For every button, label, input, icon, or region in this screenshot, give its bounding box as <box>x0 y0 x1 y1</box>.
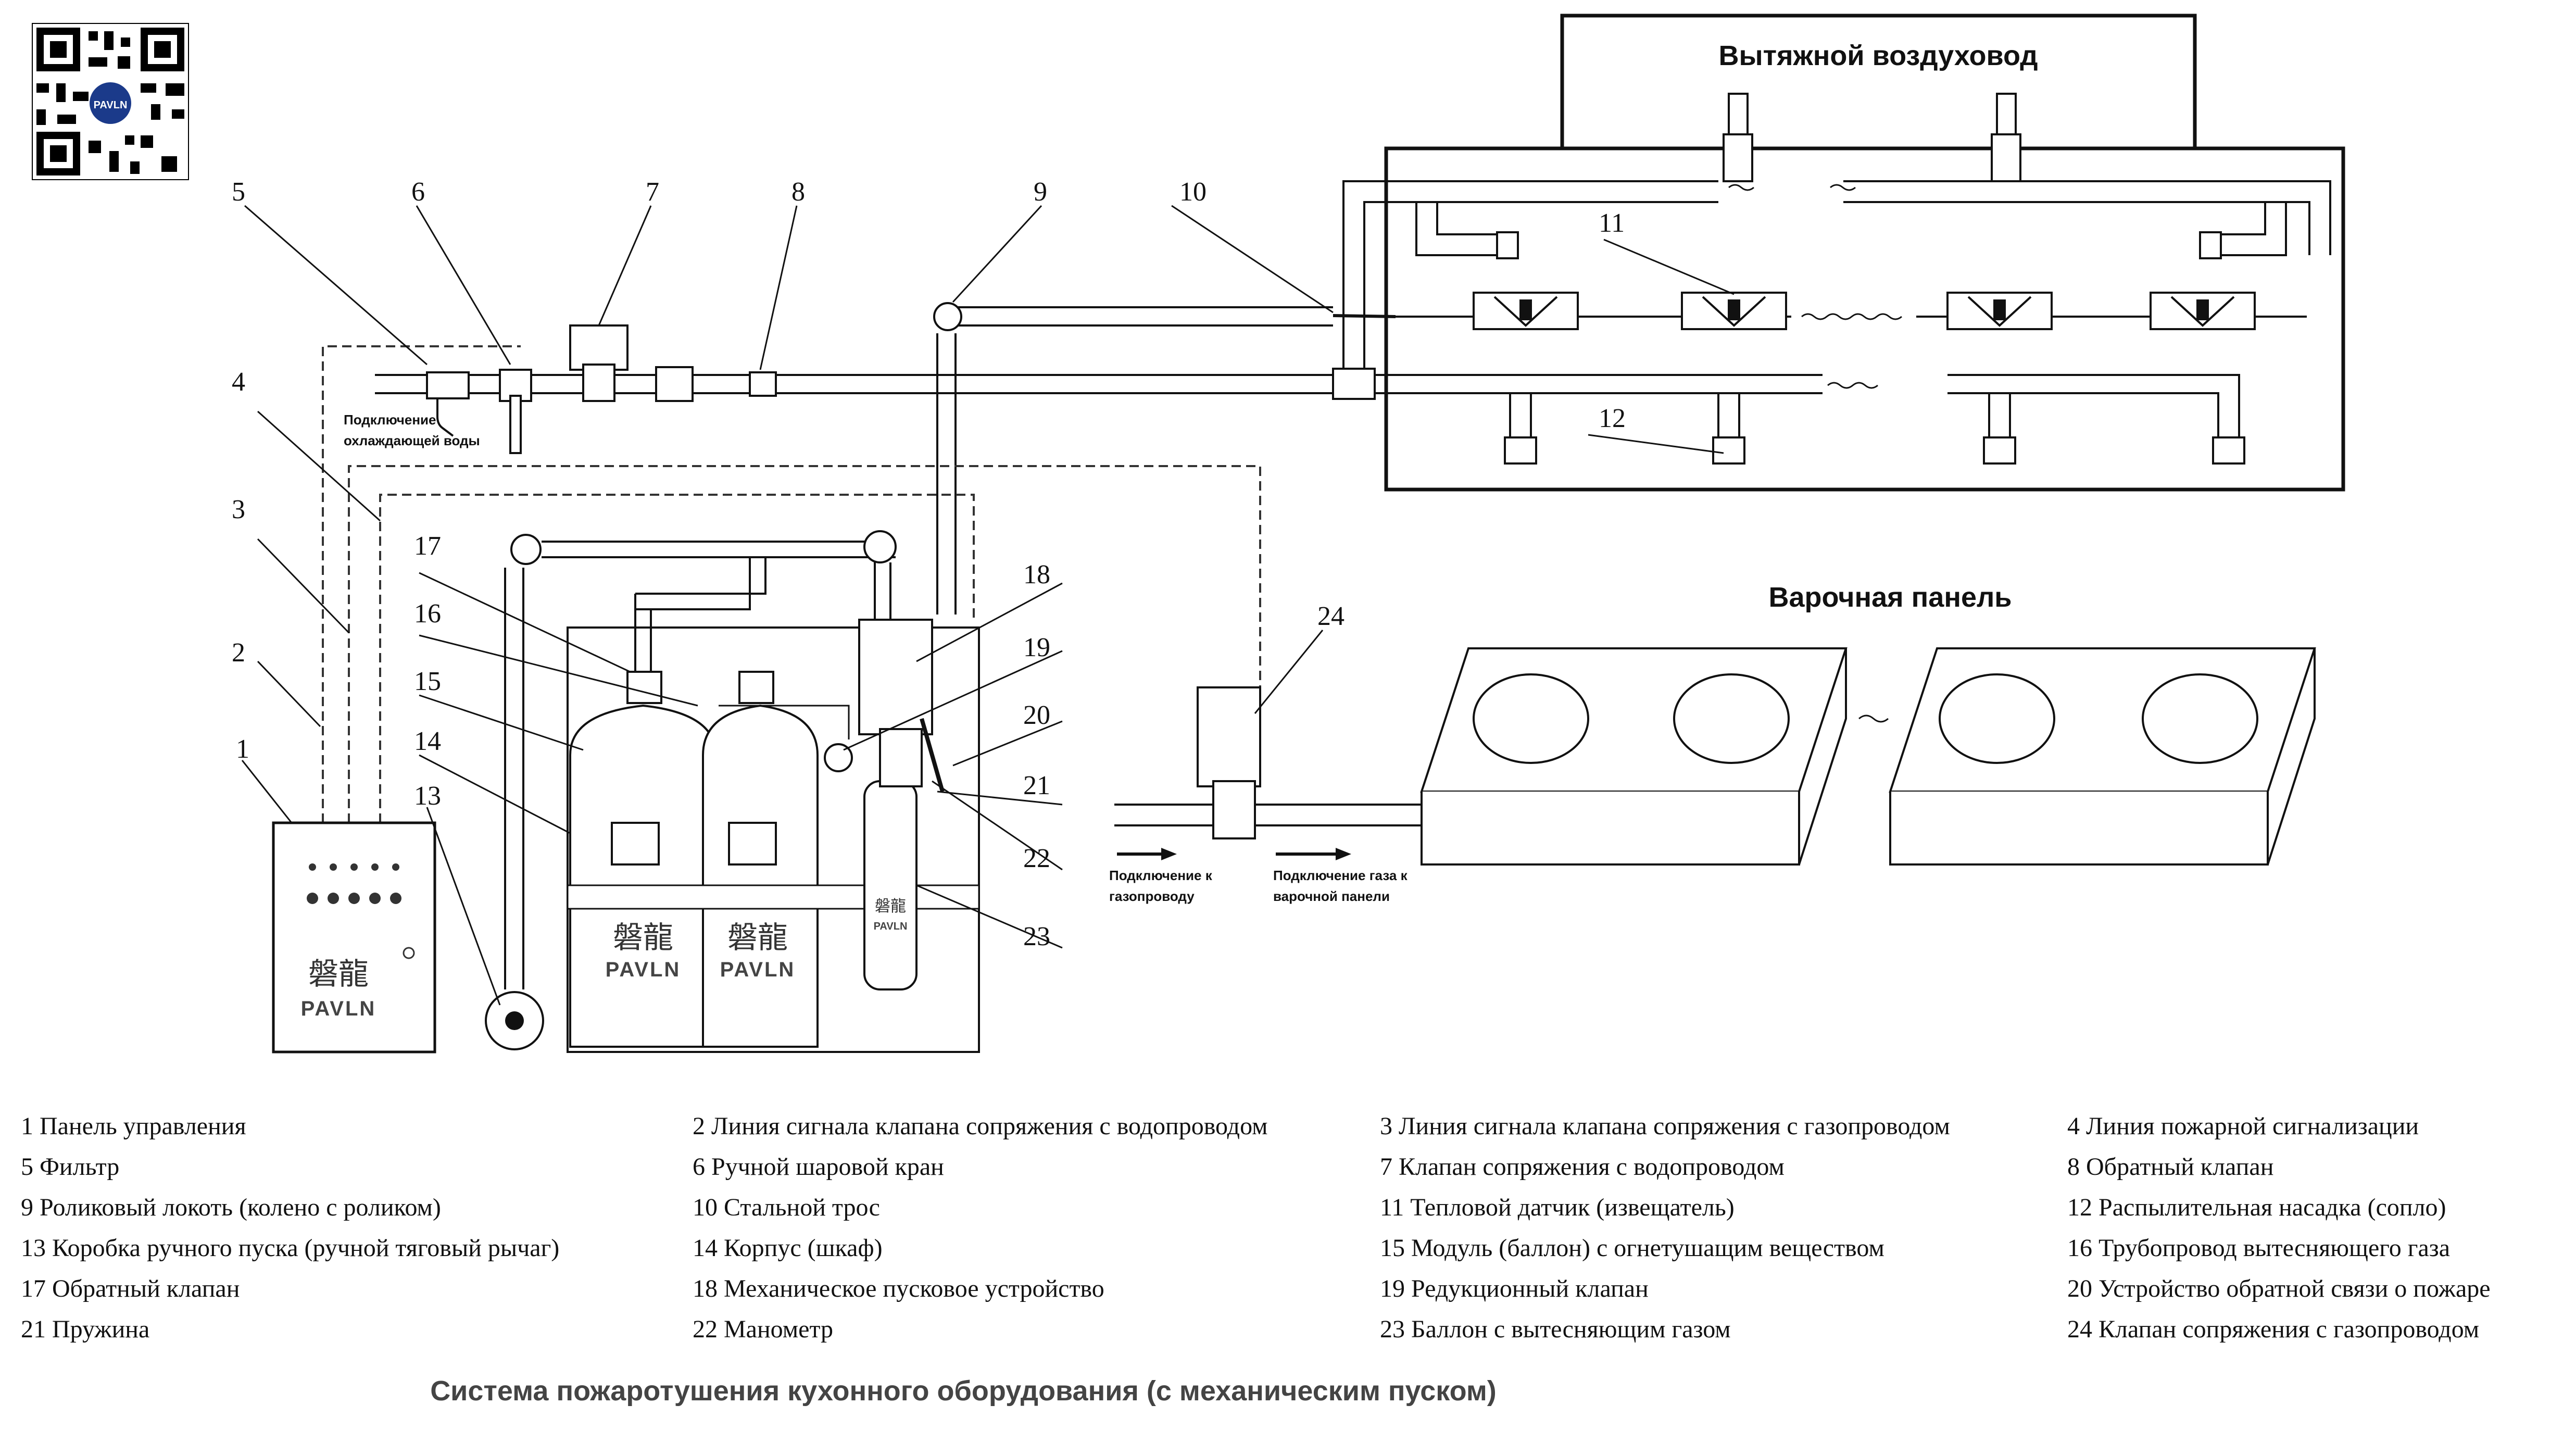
exhaust-duct-label: Вытяжной воздуховод <box>1718 40 2038 71</box>
callout-7: 7 <box>646 177 659 207</box>
callout-2: 2 <box>232 638 245 668</box>
callout-21: 21 <box>1023 771 1050 800</box>
legend-item-15: 15 Модуль (баллон) с огнетушащим веществ… <box>1380 1234 1884 1262</box>
legend-item-5: 5 Фильтр <box>21 1153 120 1181</box>
legend-item-23: 23 Баллон с вытесняющим газом <box>1380 1315 1731 1343</box>
callout-9: 9 <box>1034 177 1047 207</box>
gas-to-panel-label-1: Подключение газа к <box>1273 868 1408 883</box>
steel-wire <box>933 302 1396 615</box>
gas-to-panel-label-2: варочной панели <box>1273 888 1390 904</box>
gas-valve <box>1114 686 1422 860</box>
callout-leaders <box>241 205 1735 1006</box>
callout-16: 16 <box>414 599 441 629</box>
callout-17: 17 <box>414 531 441 561</box>
system-diagram: PAVLN Вытяжной воздуховод <box>32 14 2345 1054</box>
callout-5: 5 <box>232 177 245 207</box>
cylinder-1-brand-cn: 磐龍 <box>613 920 673 955</box>
panel-brand-cn: 磐龍 <box>308 956 369 992</box>
legend-item-16: 16 Трубопровод вытесняющего газа <box>2067 1234 2451 1262</box>
legend-item-13: 13 Коробка ручного пуска (ручной тяговый… <box>21 1234 560 1262</box>
cylinder-2-brand-cn: 磐龍 <box>727 920 788 955</box>
callout-20: 20 <box>1023 700 1050 730</box>
callout-24: 24 <box>1317 601 1344 631</box>
legend-item-24: 24 Клапан сопряжения с газопроводом <box>2067 1315 2480 1343</box>
cooktop <box>1420 647 2316 866</box>
inlet-components <box>426 324 777 454</box>
legend-item-22: 22 Манометр <box>693 1315 833 1343</box>
heat-detector-a <box>1473 292 1579 330</box>
callout-14: 14 <box>414 726 441 756</box>
qr-code: PAVLN <box>32 23 189 180</box>
gas-line-label-1: Подключение к <box>1109 868 1213 883</box>
legend-item-6: 6 Ручной шаровой кран <box>693 1153 944 1181</box>
gas-line-label-2: газопроводу <box>1109 888 1195 904</box>
legend-item-3: 3 Линия сигнала клапана сопряжения с газ… <box>1380 1112 1950 1140</box>
legend-item-18: 18 Механическое пусковое устройство <box>693 1275 1104 1302</box>
callout-3: 3 <box>232 495 245 524</box>
cylinder-2-brand-en: PAVLN <box>720 958 796 981</box>
legend-item-20: 20 Устройство обратной связи о пожаре <box>2067 1275 2491 1302</box>
heat-detector-b <box>1681 292 1787 330</box>
cooktop-label: Варочная панель <box>1769 582 2012 613</box>
callout-8: 8 <box>791 177 805 207</box>
callout-numbers: 1 2 3 4 5 6 7 8 9 10 11 12 13 14 15 16 1… <box>232 177 1626 951</box>
control-panel: 磐龍 PAVLN <box>272 821 436 1054</box>
callout-10: 10 <box>1179 177 1207 207</box>
heat-detector-c <box>1946 292 2053 330</box>
legend-item-9: 9 Роликовый локоть (колено с роликом) <box>21 1194 441 1221</box>
legend-item-17: 17 Обратный клапан <box>21 1275 240 1302</box>
callout-22: 22 <box>1023 844 1050 873</box>
legend-item-10: 10 Стальной трос <box>693 1194 880 1221</box>
legend-item-14: 14 Корпус (шкаф) <box>693 1234 883 1262</box>
cooling-water-label-2: охлаждающей воды <box>344 433 480 448</box>
duct-upper-pipe <box>1342 93 2331 380</box>
cylinder-1-brand-en: PAVLN <box>606 958 681 981</box>
callout-15: 15 <box>414 667 441 696</box>
legend: 1 Панель управления 2 Линия сигнала клап… <box>21 1112 2562 1343</box>
manual-pull-station <box>485 534 544 1050</box>
panel-brand-en: PAVLN <box>301 997 376 1020</box>
agent-cylinder-1: 磐龍 PAVLN <box>569 671 717 1048</box>
propellant-brand-cn: 磐龍 <box>875 897 906 916</box>
legend-item-21: 21 Пружина <box>21 1315 150 1343</box>
callout-1: 1 <box>236 734 249 764</box>
heat-detector-line <box>1396 292 2307 330</box>
legend-item-11: 11 Тепловой датчик (извещатель) <box>1380 1194 1735 1221</box>
callout-19: 19 <box>1023 633 1050 662</box>
legend-item-8: 8 Обратный клапан <box>2067 1153 2274 1181</box>
legend-item-19: 19 Редукционный клапан <box>1380 1275 1649 1302</box>
callout-13: 13 <box>414 781 441 811</box>
heat-detector-d <box>2150 292 2256 330</box>
diagram-caption: Система пожаротушения кухонного оборудов… <box>430 1375 1497 1407</box>
callout-23: 23 <box>1023 922 1050 951</box>
propellant-cylinder: 磐龍 PAVLN <box>863 780 918 990</box>
cabinet: 磐龍 PAVLN 磐龍 PAVLN 磐龍 PAVLN <box>542 530 980 1053</box>
signal-lines <box>322 345 1261 823</box>
legend-item-1: 1 Панель управления <box>21 1112 246 1140</box>
cooling-water-label-1: Подключение <box>344 412 436 428</box>
propellant-brand-en: PAVLN <box>874 921 908 932</box>
callout-6: 6 <box>411 177 425 207</box>
agent-cylinder-2: 磐龍 PAVLN <box>702 671 819 1048</box>
callout-4: 4 <box>232 367 245 397</box>
callout-18: 18 <box>1023 560 1050 590</box>
qr-badge-text: PAVLN <box>94 99 128 111</box>
legend-item-12: 12 Распылительная насадка (сопло) <box>2067 1194 2446 1221</box>
legend-item-2: 2 Линия сигнала клапана сопряжения с вод… <box>693 1112 1268 1140</box>
exhaust-duct-hood <box>1560 14 2197 151</box>
legend-item-4: 4 Линия пожарной сигнализации <box>2067 1112 2419 1140</box>
callout-12: 12 <box>1599 404 1626 433</box>
legend-item-7: 7 Клапан сопряжения с водопроводом <box>1380 1153 1785 1181</box>
main-water-pipe <box>375 368 2245 465</box>
callout-11: 11 <box>1599 208 1625 238</box>
